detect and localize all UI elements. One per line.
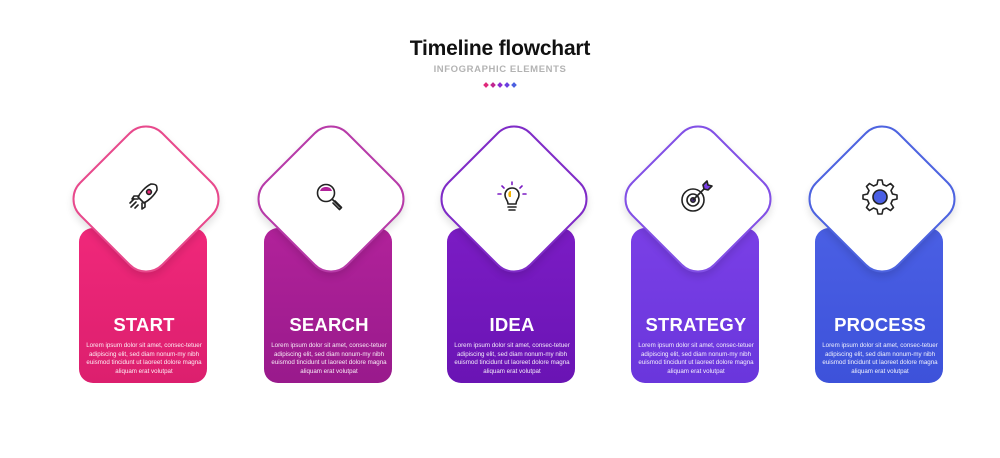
step-search: SEARCH Lorem ipsum dolor sit amet, conse… <box>247 115 415 386</box>
page-title: Timeline flowchart <box>409 37 591 60</box>
decorative-dots <box>0 81 1000 89</box>
step-label: SEARCH <box>289 314 369 335</box>
dot-1 <box>483 82 489 88</box>
step-description: Lorem ipsum dolor sit amet, consec-tetue… <box>271 342 387 375</box>
dot-4 <box>504 82 510 88</box>
header: Timeline flowchart INFOGRAPHIC ELEMENTS <box>0 36 1000 89</box>
step-label: PROCESS <box>834 314 926 335</box>
step-description: Lorem ipsum dolor sit amet, consec-tetue… <box>86 342 202 375</box>
lightbulb-icon <box>497 181 527 211</box>
dot-2 <box>490 82 496 88</box>
step-label: STRATEGY <box>645 314 747 335</box>
magnifier-icon <box>316 183 343 211</box>
step-description: Lorem ipsum dolor sit amet, consec-tetue… <box>822 342 938 375</box>
step-process: PROCESS Lorem ipsum dolor sit amet, cons… <box>798 115 966 386</box>
step-strategy: STRATEGY Lorem ipsum dolor sit amet, con… <box>614 115 782 386</box>
step-idea: IDEA Lorem ipsum dolor sit amet, consec-… <box>430 115 598 386</box>
page-subtitle: INFOGRAPHIC ELEMENTS <box>433 64 567 75</box>
step-start: START Lorem ipsum dolor sit amet, consec… <box>62 115 230 386</box>
rocket-icon <box>129 183 158 210</box>
dot-3 <box>497 82 503 88</box>
target-icon <box>681 180 713 212</box>
step-label: IDEA <box>489 314 535 335</box>
step-label: START <box>113 314 175 335</box>
dot-5 <box>511 82 517 88</box>
step-description: Lorem ipsum dolor sit amet, consec-tetue… <box>454 342 570 375</box>
gear-icon <box>862 179 898 215</box>
step-description: Lorem ipsum dolor sit amet, consec-tetue… <box>638 342 754 375</box>
